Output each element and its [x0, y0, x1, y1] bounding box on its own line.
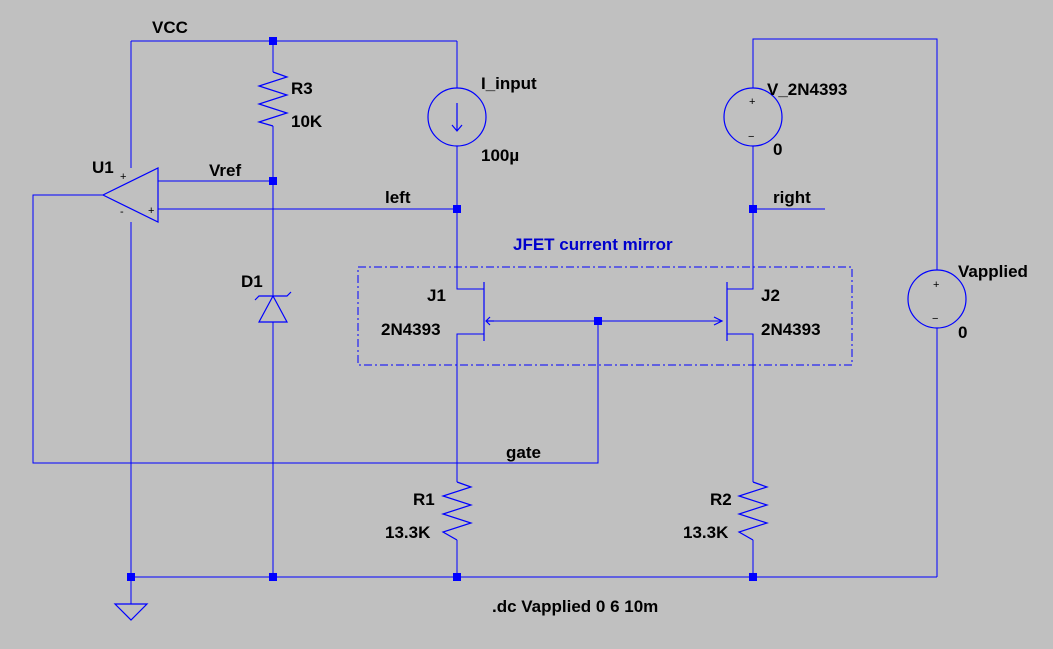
opamp-minus-bottom: - [120, 206, 124, 218]
junction-gnd-4[interactable] [749, 573, 757, 581]
spice-directive[interactable]: .dc Vapplied 0 6 10m [492, 597, 658, 616]
wire-j2-r2[interactable] [727, 333, 754, 482]
u1-label: U1 [92, 158, 114, 177]
wire-gate-loop[interactable] [32, 194, 599, 464]
net-label-gate[interactable]: gate [506, 443, 541, 462]
arrow-down-icon [451, 103, 463, 132]
wire-v2n-top[interactable] [752, 38, 938, 270]
opamp-plus-input: + [148, 205, 154, 217]
v2n-name: V_2N4393 [767, 80, 847, 99]
wire-j1-r1[interactable] [456, 333, 484, 482]
net-label-left[interactable]: left [385, 188, 411, 207]
r1-value: 13.3K [385, 523, 431, 542]
junction-gnd-2[interactable] [269, 573, 277, 581]
junction-left[interactable] [453, 205, 461, 213]
voltage-source-icon [907, 269, 967, 329]
wires [32, 38, 938, 604]
vapplied-value: 0 [958, 323, 967, 342]
junction-gnd-3[interactable] [453, 573, 461, 581]
mirror-box-label: JFET current mirror [513, 235, 673, 254]
v2n-minus: − [748, 131, 754, 143]
resistor-icon [737, 481, 769, 541]
junction-gate[interactable] [594, 317, 602, 325]
net-label-right[interactable]: right [773, 188, 811, 207]
current-source-i-input[interactable]: I_input 100µ [427, 74, 537, 165]
junctions [127, 37, 757, 581]
current-source-icon [427, 87, 487, 147]
opamp-u1[interactable]: + - + U1 [92, 158, 159, 223]
i-input-value: 100µ [481, 146, 519, 165]
resistor-r1[interactable]: R1 13.3K [385, 481, 473, 542]
jfet-j2[interactable]: J2 2N4393 [713, 282, 821, 341]
r2-value: 13.3K [683, 523, 729, 542]
resistor-r2[interactable]: R2 13.3K [683, 481, 769, 542]
net-label-vref[interactable]: Vref [209, 161, 241, 180]
j1-model: 2N4393 [381, 320, 441, 339]
r3-name: R3 [291, 79, 313, 98]
voltage-source-vapplied[interactable]: + − Vapplied 0 [907, 262, 1028, 342]
vapplied-plus: + [933, 279, 939, 291]
j2-name: J2 [761, 286, 780, 305]
jfet-icon [483, 282, 494, 341]
ground-icon[interactable] [113, 603, 149, 621]
d1-name: D1 [241, 272, 263, 291]
jfet-j1[interactable]: J1 2N4393 [381, 282, 494, 341]
net-label-vcc[interactable]: VCC [152, 18, 188, 37]
jfet-icon [713, 282, 728, 341]
resistor-icon [256, 71, 289, 127]
i-input-name: I_input [481, 74, 537, 93]
v2n-plus: + [749, 96, 755, 108]
zener-d1[interactable]: D1 [241, 272, 292, 323]
junction-gnd-1[interactable] [127, 573, 135, 581]
junction-right[interactable] [749, 205, 757, 213]
voltage-source-icon [723, 87, 783, 147]
j1-name: J1 [427, 286, 446, 305]
junction-vcc[interactable] [269, 37, 277, 45]
mirror-box[interactable] [357, 266, 853, 366]
zener-diode-icon [254, 291, 292, 323]
wire-left-j1[interactable] [456, 209, 484, 290]
r3-value: 10K [291, 112, 323, 131]
r1-name: R1 [413, 490, 435, 509]
opamp-triangle-icon [101, 167, 159, 223]
junction-vref[interactable] [269, 177, 277, 185]
r2-name: R2 [710, 490, 732, 509]
j2-model: 2N4393 [761, 320, 821, 339]
wire-j2-right[interactable] [727, 146, 754, 290]
voltage-source-v-2n4393[interactable]: + − V_2N4393 0 [723, 80, 847, 159]
resistor-r3[interactable]: R3 10K [256, 71, 323, 131]
resistor-icon [441, 481, 473, 541]
vapplied-minus: − [932, 313, 938, 325]
vapplied-name: Vapplied [958, 262, 1028, 281]
v2n-value: 0 [773, 140, 782, 159]
opamp-plus-top: + [120, 171, 126, 183]
